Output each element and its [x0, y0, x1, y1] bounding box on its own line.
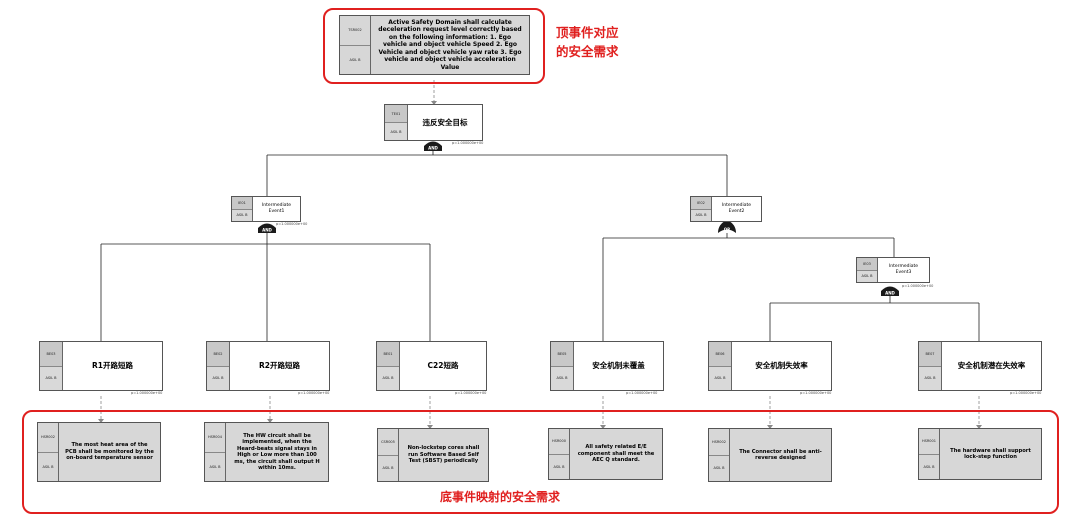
- requirement-id: HSR004: [205, 423, 225, 453]
- requirement-id: CSR005: [378, 429, 398, 456]
- or-gate-ie2: OR: [718, 220, 736, 233]
- requirement-asil: ASIL B: [205, 452, 225, 481]
- basic-event-1-probability: p=1.000000e+00: [131, 391, 163, 395]
- requirement-asil: ASIL B: [919, 454, 939, 479]
- requirement-text: The most heat area of the PCB shall be m…: [65, 442, 154, 462]
- requirement-text: Non-lockstep cores shall run Software Ba…: [407, 445, 480, 465]
- event-asil: ASIL B: [919, 366, 941, 390]
- event-asil: ASIL B: [232, 209, 252, 221]
- event-id: BE02: [207, 342, 229, 367]
- event-id: BE01: [377, 342, 399, 367]
- event-label: C22短路: [427, 361, 459, 371]
- event-label: R1开路短路: [92, 361, 133, 371]
- and-gate-ie3: AND: [881, 286, 899, 296]
- and-gate-top: AND: [424, 141, 442, 151]
- event-asil: ASIL B: [385, 123, 407, 140]
- requirement-id: HSR000: [549, 429, 569, 455]
- ie1-probability: p=1.000000e+00: [276, 222, 308, 226]
- basic-event-3-probability: p=1.000000e+00: [455, 391, 487, 395]
- and-gate-ie1: AND: [258, 223, 276, 233]
- requirement-text: All safety related E/E component shall m…: [577, 444, 655, 464]
- event-label: 安全机制潜在失效率: [957, 361, 1026, 371]
- requirement-id: TSR002: [340, 16, 370, 46]
- requirement-asil: ASIL B: [709, 455, 729, 481]
- event-asil: ASIL B: [377, 366, 399, 390]
- gate-label: AND: [885, 291, 895, 296]
- event-id: BE06: [709, 342, 731, 367]
- requirement-asil: ASIL B: [378, 455, 398, 481]
- event-id: BE05: [551, 342, 573, 367]
- requirement-asil: ASIL B: [549, 454, 569, 479]
- event-id: IE01: [232, 197, 252, 210]
- requirement-asil: ASIL B: [340, 45, 370, 74]
- requirement-id: HSR002: [38, 423, 58, 453]
- event-id: IE03: [857, 258, 877, 271]
- event-id: IE02: [691, 197, 711, 210]
- event-id: BE03: [40, 342, 62, 367]
- top-annotation: 顶事件对应的安全需求: [556, 25, 619, 59]
- event-asil: ASIL B: [709, 366, 731, 390]
- event-asil: ASIL B: [207, 366, 229, 390]
- requirement-text: The HW circuit shall be implemented, whe…: [234, 432, 320, 472]
- gate-label: AND: [428, 146, 438, 151]
- requirement-text: The Connector shall be anti-reverse desi…: [739, 448, 822, 462]
- requirement-id: HSR001: [919, 429, 939, 455]
- event-label: Intermediate Event1: [261, 203, 292, 214]
- event-label: 违反安全目标: [422, 117, 468, 127]
- event-asil: ASIL B: [691, 209, 711, 221]
- event-asil: ASIL B: [551, 366, 573, 390]
- gate-label: AND: [262, 228, 272, 233]
- basic-event-5-probability: p=1.000000e+00: [800, 391, 832, 395]
- event-id: BE07: [919, 342, 941, 367]
- bottom-requirements-frame: [22, 410, 1059, 514]
- ie3-probability: p=1.000000e+00: [902, 284, 934, 288]
- event-id: TE01: [385, 105, 407, 123]
- basic-event-6-probability: p=1.000000e+00: [1010, 391, 1042, 395]
- requirement-text: Active Safety Domain shall calculate dec…: [378, 18, 522, 71]
- requirement-text: The hardware shall support lock-step fun…: [950, 447, 1031, 461]
- bottom-annotation: 底事件映射的安全需求: [440, 490, 561, 504]
- basic-event-4-probability: p=1.000000e+00: [626, 391, 658, 395]
- basic-event-2-probability: p=1.000000e+00: [298, 391, 330, 395]
- event-label: Intermediate Event2: [721, 203, 752, 214]
- top-event-probability: p=1.000000e+00: [452, 141, 484, 145]
- requirement-id: HSR002: [709, 429, 729, 456]
- requirement-asil: ASIL B: [38, 452, 58, 481]
- event-asil: ASIL B: [857, 270, 877, 282]
- event-label: Intermediate Event3: [888, 264, 919, 275]
- event-label: 安全机制未覆盖: [592, 361, 645, 371]
- event-label: 安全机制失效率: [755, 361, 808, 371]
- event-asil: ASIL B: [40, 366, 62, 390]
- gate-label: OR: [724, 227, 730, 232]
- event-label: R2开路短路: [259, 361, 300, 371]
- top-requirement-frame: [323, 8, 545, 84]
